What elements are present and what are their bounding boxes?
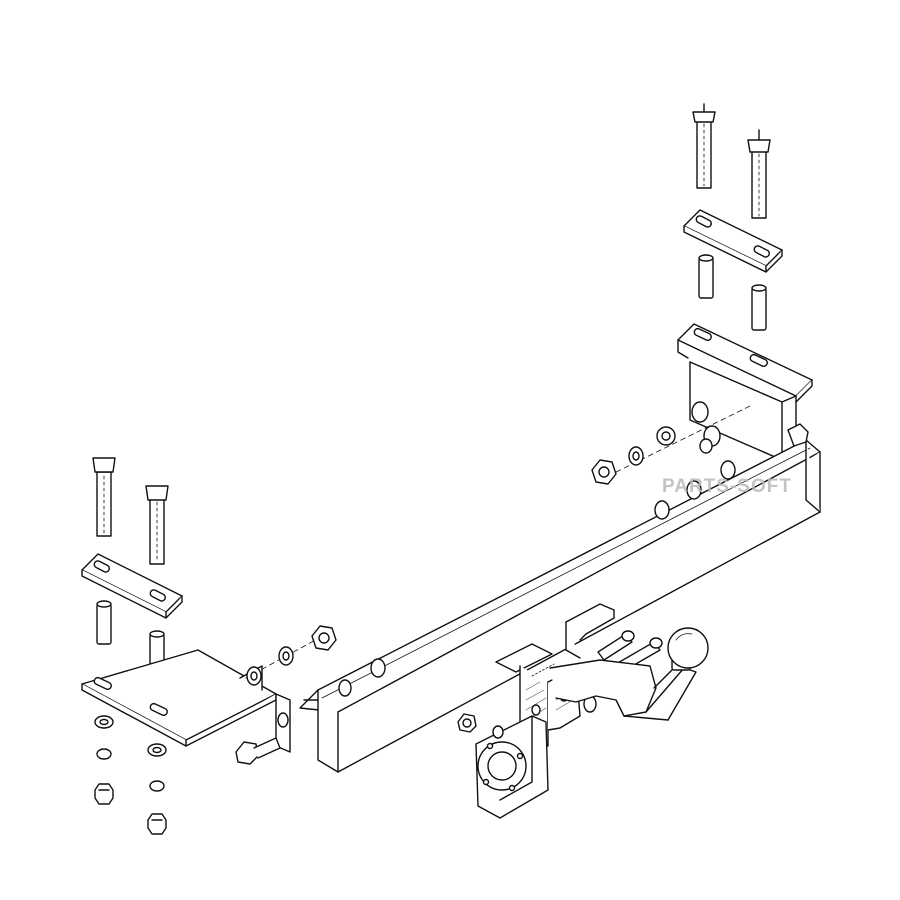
left-bracket-washers-and-nut <box>247 626 336 685</box>
left-bolt-short <box>146 486 168 564</box>
left-mounting-bracket <box>82 632 330 752</box>
tow-ball-arm <box>550 660 696 720</box>
main-cross-beam <box>300 424 820 772</box>
left-bolt-long <box>93 458 115 536</box>
tow-ball <box>668 628 708 670</box>
watermark: PARTS-SOFT <box>662 476 792 497</box>
socket-plate <box>476 716 548 818</box>
right-clamp-plate <box>684 210 782 272</box>
right-washers-and-nut <box>592 427 675 484</box>
right-spacer-sleeves <box>699 255 766 330</box>
left-side-bolt <box>236 738 280 764</box>
socket-nut-and-washer <box>458 714 503 738</box>
right-bolt-long <box>693 104 715 188</box>
left-clamp-plate <box>82 554 182 618</box>
right-bolt-short <box>748 130 770 218</box>
right-mounting-bracket <box>600 324 812 480</box>
left-bottom-washers-nuts <box>95 716 166 834</box>
